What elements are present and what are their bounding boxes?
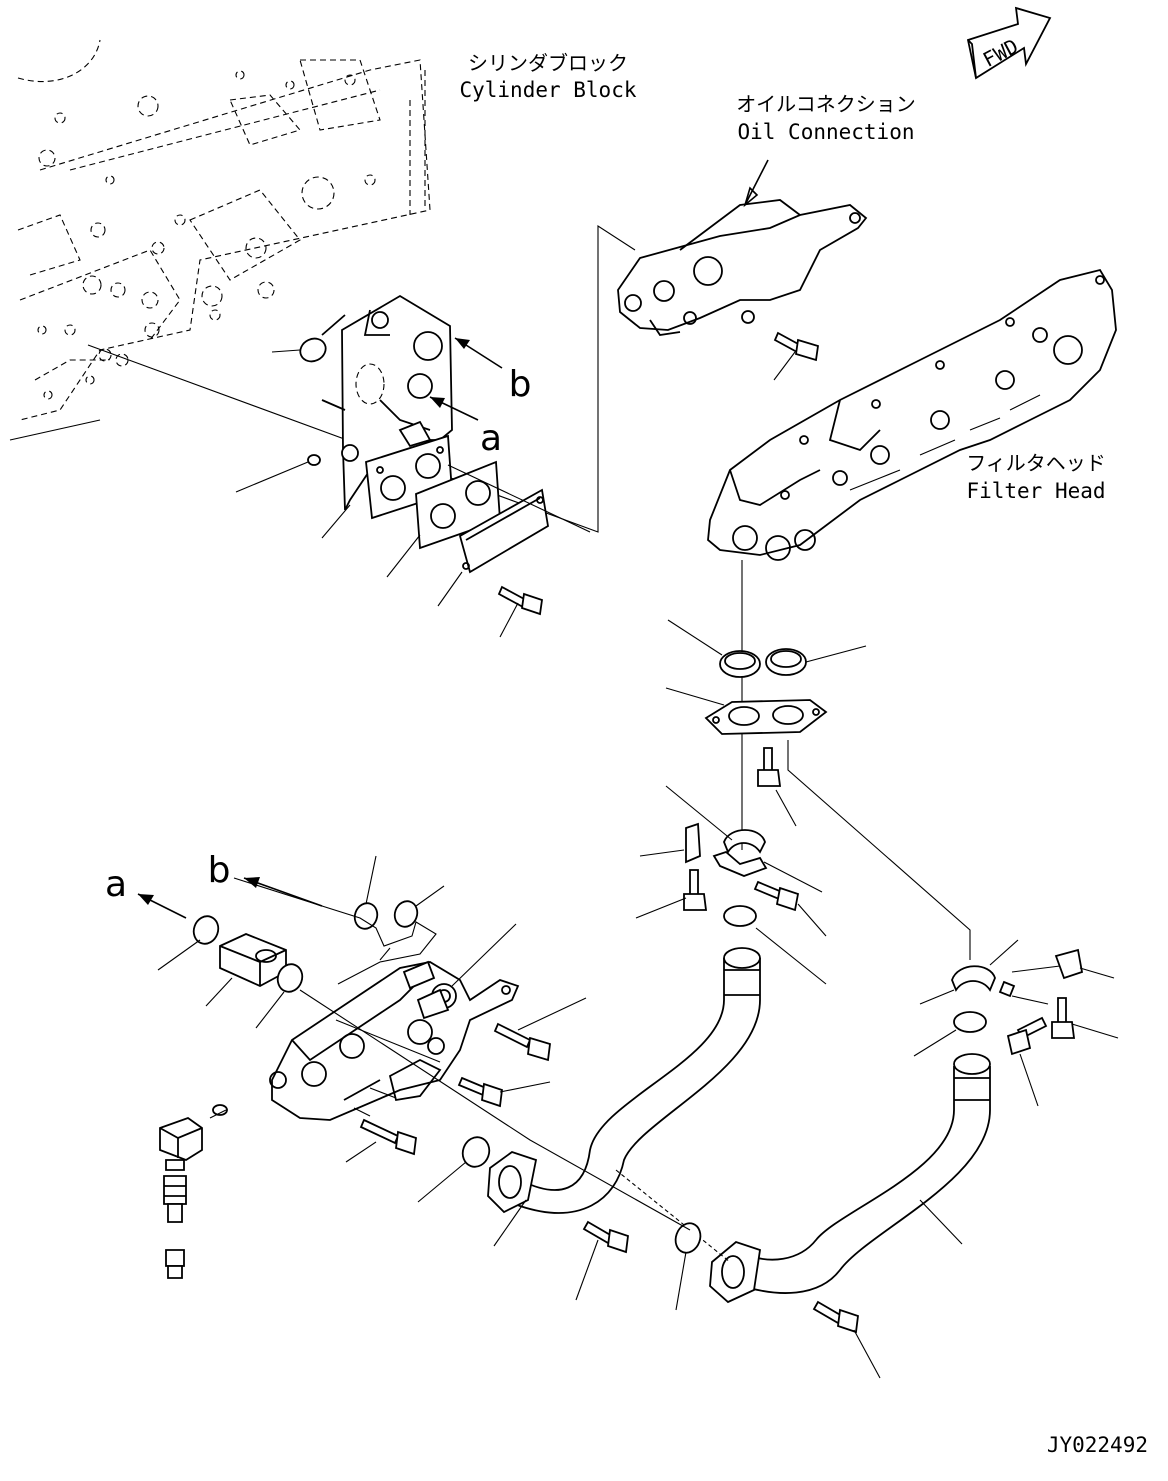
fwd-arrow-icon: FWD: [966, 6, 1052, 80]
cylinder-block-label-jp: シリンダブロック: [468, 51, 628, 75]
pipe-1-bolt: [582, 1220, 629, 1254]
lower-leaders: [157, 855, 691, 1311]
ref-label-a-bottom: a: [105, 864, 127, 905]
ref-bracket-lower: [233, 877, 437, 985]
assembly-line-right: [787, 740, 971, 960]
oil-connection-bolt: [773, 331, 820, 362]
flange-gasket: [704, 699, 828, 735]
oil-connection-label-en: Oil Connection: [737, 120, 914, 144]
o-ring-center: [723, 905, 757, 927]
o-ring-right: [953, 1011, 987, 1033]
pipe-2-bolt: [812, 1300, 859, 1334]
oil-pipe-2: [709, 1053, 991, 1304]
upper-adapter-assembly: [299, 294, 549, 616]
upper-leaders: [235, 349, 591, 638]
ref-label-b-bottom: b: [208, 850, 231, 891]
filter-head-label-jp: フィルタヘッド: [966, 451, 1106, 475]
lower-adapter-assembly: [159, 900, 702, 1279]
cylinder-block-drawing: [9, 39, 431, 441]
pipe-clamp-right: [951, 948, 1084, 998]
oil-pipe-1: [487, 947, 761, 1214]
clamp-bolts-right: [1006, 997, 1076, 1056]
cylinder-block-label-en: Cylinder Block: [459, 78, 636, 102]
oil-connection-part: [617, 199, 868, 336]
drawing-number: JY022492: [1047, 1433, 1148, 1457]
filter-head-part: [707, 268, 1117, 561]
ref-label-a-top: a: [480, 418, 502, 459]
oil-connection-label-jp: オイルコネクション: [736, 92, 916, 116]
clamp-bolts-center: [683, 869, 800, 912]
oil-connection-leader: [744, 159, 769, 206]
ref-label-b-top: b: [509, 364, 532, 405]
filter-head-label-en: Filter Head: [966, 479, 1105, 503]
seal-rings: [719, 648, 807, 678]
pipe-clamp-center: [685, 822, 768, 877]
gasket-bolt: [757, 747, 782, 787]
